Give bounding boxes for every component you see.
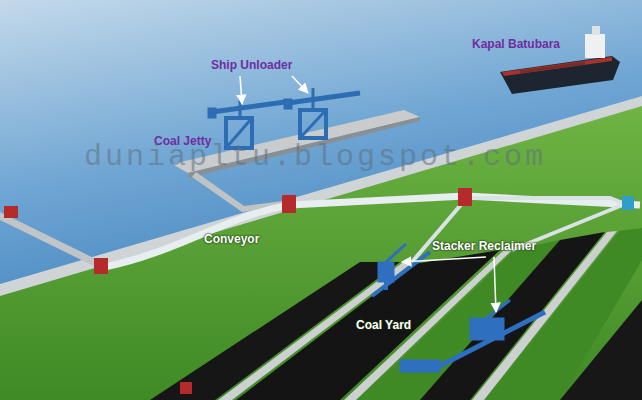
part-label: Stacker Reclaimer	[432, 239, 536, 253]
coal-ship	[500, 26, 620, 94]
part-label: Kapal Batubara	[472, 37, 560, 51]
coal-yard	[150, 228, 642, 400]
coal-jetty	[0, 110, 420, 270]
land	[0, 104, 642, 400]
watermark: duniapltu.blogspot.com	[84, 140, 546, 174]
stacker-reclaimer-symbol	[372, 244, 545, 372]
part-label: Conveyor	[204, 232, 259, 246]
conveyor	[94, 188, 640, 394]
part-label: Ship Unloader	[211, 58, 292, 72]
ship-unloader-symbol	[208, 88, 360, 148]
part-label: Coal Yard	[356, 318, 411, 332]
leader-arrows	[240, 76, 496, 312]
